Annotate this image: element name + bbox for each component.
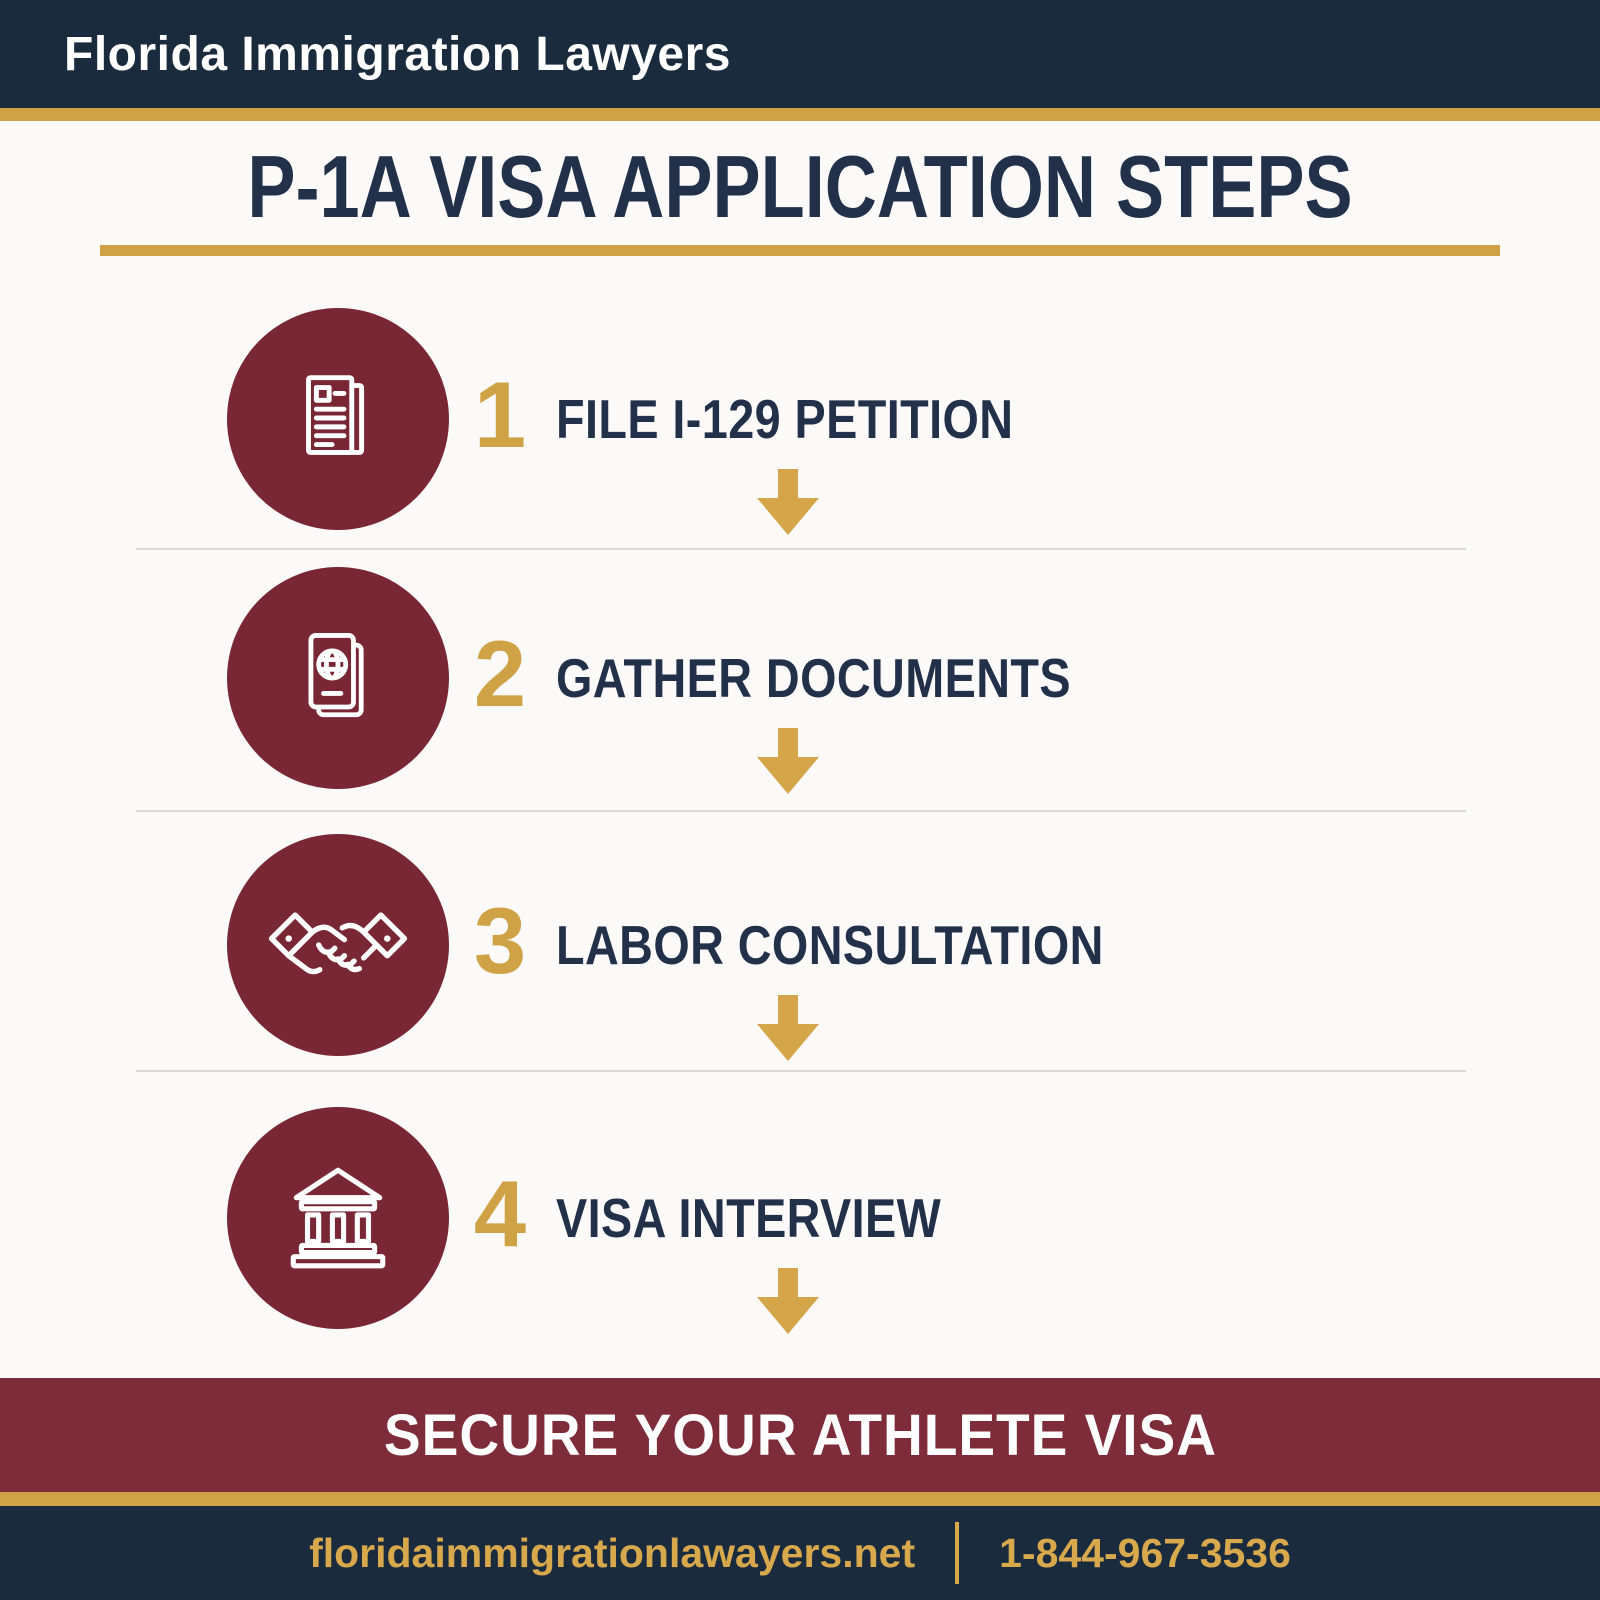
handshake-icon bbox=[268, 912, 408, 975]
website-text: floridaimmigrationlawayers.net bbox=[309, 1529, 916, 1576]
footer-bar: floridaimmigrationlawayers.net 1-844-967… bbox=[0, 1506, 1600, 1600]
bank-icon bbox=[290, 1167, 386, 1269]
down-arrow-icon bbox=[757, 469, 819, 535]
step-2-circle bbox=[227, 567, 449, 789]
row-divider bbox=[136, 548, 1466, 550]
phone-text: 1-844-967-3536 bbox=[999, 1529, 1291, 1576]
step-4-circle bbox=[227, 1107, 449, 1329]
cta-banner: SECURE YOUR ATHLETE VISA bbox=[0, 1378, 1600, 1492]
step-1-circle bbox=[227, 308, 449, 530]
step-number: 4 bbox=[473, 1161, 527, 1266]
cta-text: SECURE YOUR ATHLETE VISA bbox=[383, 1402, 1217, 1468]
page-title: P-1A VISA APPLICATION STEPS bbox=[247, 137, 1353, 236]
gold-stripe-top bbox=[0, 108, 1600, 121]
footer-separator bbox=[955, 1522, 960, 1584]
step-label: GATHER DOCUMENTS bbox=[556, 648, 1162, 709]
passport-icon bbox=[308, 633, 364, 718]
step-label-text: VISA INTERVIEW bbox=[556, 1187, 942, 1249]
step-label: FILE I-129 PETITION bbox=[556, 389, 1094, 450]
step-label-text: LABOR CONSULTATION bbox=[556, 914, 1104, 976]
step-number: 3 bbox=[473, 888, 527, 993]
down-arrow-icon bbox=[757, 1268, 819, 1334]
step-label: LABOR CONSULTATION bbox=[556, 915, 1200, 976]
row-divider bbox=[136, 810, 1466, 812]
step-label-text: FILE I-129 PETITION bbox=[556, 388, 1014, 450]
gold-stripe-bottom bbox=[0, 1492, 1600, 1506]
down-arrow-icon bbox=[757, 728, 819, 794]
header-bar: Florida Immigration Lawyers bbox=[0, 0, 1600, 108]
row-divider bbox=[136, 1070, 1466, 1072]
brand-name: Florida Immigration Lawyers bbox=[64, 27, 731, 81]
step-number: 2 bbox=[473, 621, 527, 726]
step-number: 1 bbox=[473, 362, 527, 467]
step-label: VISA INTERVIEW bbox=[556, 1188, 1009, 1249]
document-icon bbox=[306, 375, 365, 455]
step-label-text: GATHER DOCUMENTS bbox=[556, 647, 1071, 709]
title-underline bbox=[100, 245, 1500, 256]
step-3-circle bbox=[227, 834, 449, 1056]
down-arrow-icon bbox=[757, 995, 819, 1061]
